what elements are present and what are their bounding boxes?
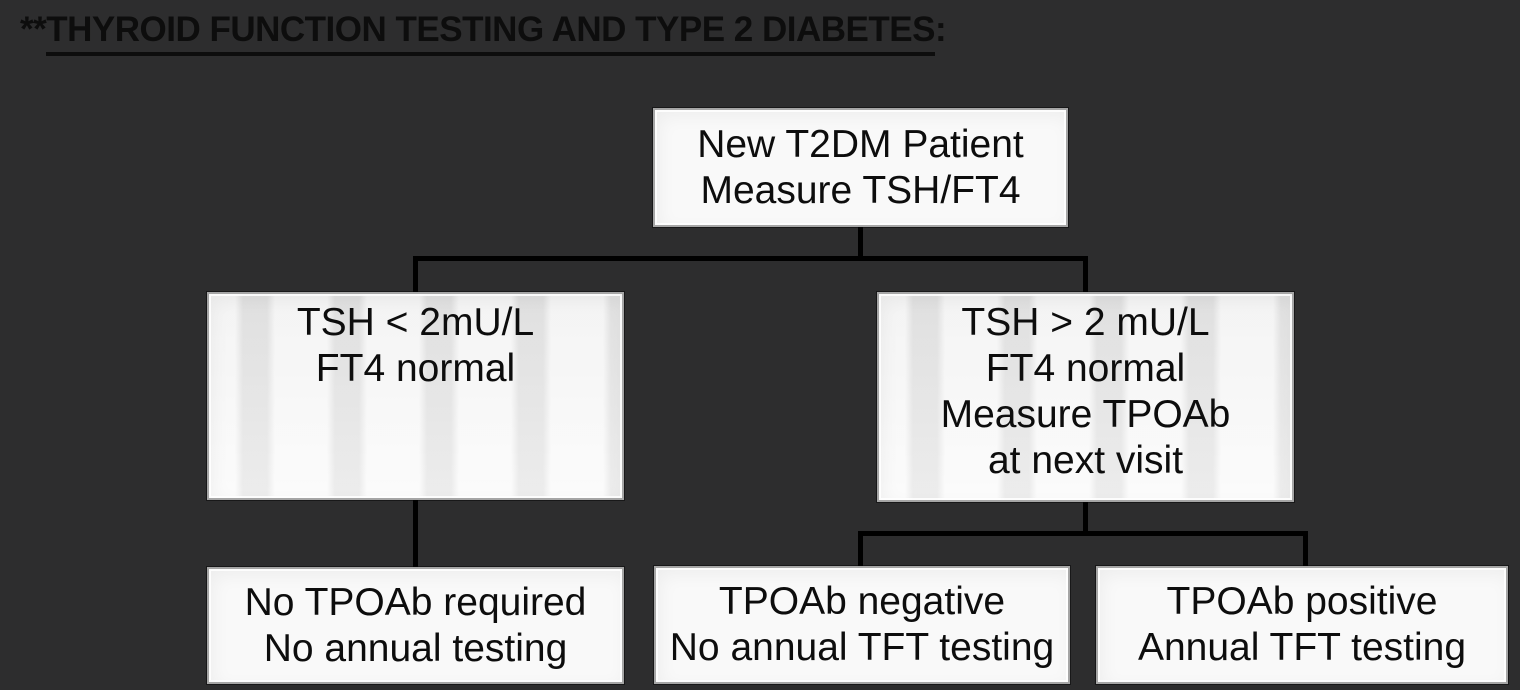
connector-tsh-high-stem xyxy=(1083,501,1088,535)
node-text-line: Measure TPOAb xyxy=(940,393,1231,436)
node-text-line: TPOAb negative xyxy=(718,580,1006,623)
title-colon: : xyxy=(934,10,947,49)
node-tpoab-negative: TPOAb negative No annual TFT testing xyxy=(654,566,1070,684)
node-text-line: No annual testing xyxy=(263,626,568,670)
connector-drop-tsh-low xyxy=(413,256,418,293)
node-tsh-high: TSH > 2 mU/L FT4 normal Measure TPOAb at… xyxy=(877,292,1294,502)
connector-drop-tsh-high xyxy=(1083,256,1088,293)
node-tpoab-positive: TPOAb positive Annual TFT testing xyxy=(1096,566,1508,684)
connector-drop-tpoab-negative xyxy=(858,531,863,568)
node-text-line: No TPOAb required xyxy=(244,580,587,624)
node-no-tpoab-required: No TPOAb required No annual testing xyxy=(207,567,624,684)
node-text-line: at next visit xyxy=(987,439,1184,482)
node-text-line: Annual TFT testing xyxy=(1137,626,1467,669)
connector-root-stem xyxy=(858,227,863,260)
node-text-line: No annual TFT testing xyxy=(669,626,1055,669)
connector-drop-tpoab-positive xyxy=(1303,531,1308,568)
node-text-line: TSH < 2mU/L xyxy=(296,301,535,344)
node-text-line: FT4 normal xyxy=(315,347,516,390)
node-text-line: Measure TSH/FT4 xyxy=(700,168,1021,212)
node-new-t2dm-patient: New T2DM Patient Measure TSH/FT4 xyxy=(653,108,1068,227)
connector-tsh-low-stem xyxy=(413,499,418,569)
node-text-line: FT4 normal xyxy=(985,347,1186,390)
connector-tsh-high-crossbar xyxy=(858,531,1308,536)
node-text-line: TSH > 2 mU/L xyxy=(961,301,1210,344)
title-asterisks: ** xyxy=(20,10,47,49)
title-underlined-text: THYROID FUNCTION TESTING AND TYPE 2 DIAB… xyxy=(46,10,935,56)
page-title: **THYROID FUNCTION TESTING AND TYPE 2 DI… xyxy=(20,10,947,56)
node-tsh-low: TSH < 2mU/L FT4 normal xyxy=(207,292,624,500)
node-text-line: New T2DM Patient xyxy=(697,122,1024,166)
connector-root-crossbar xyxy=(413,256,1088,261)
node-text-line: TPOAb positive xyxy=(1166,580,1438,623)
